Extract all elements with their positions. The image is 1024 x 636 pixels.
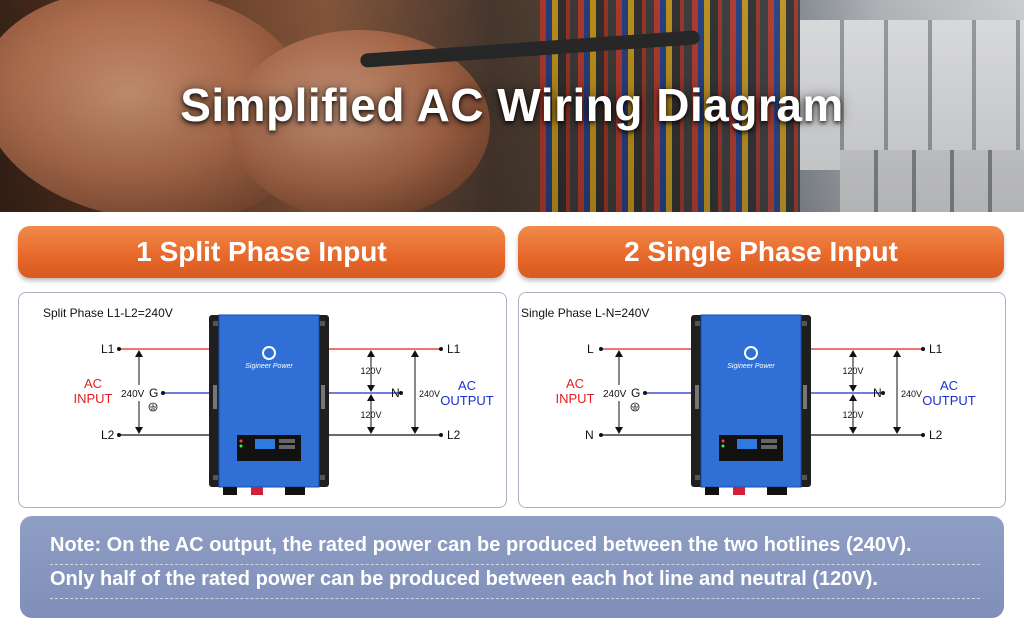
input-voltage-label: 240V — [603, 389, 627, 400]
output-l1-label: L1 — [447, 342, 461, 356]
output-neutral-label: N — [391, 386, 400, 400]
panel-caption: Split Phase L1-L2=240V — [43, 306, 173, 320]
input-l1-label: L1 — [101, 342, 115, 356]
ground-icon — [630, 402, 640, 412]
panel-caption: Single Phase L-N=240V — [521, 306, 649, 320]
ac-output-label-line2: OUTPUT — [922, 393, 976, 408]
output-l1-label: L1 — [929, 342, 943, 356]
inverter-brand: Sigineer Power — [245, 363, 293, 370]
ac-output-label-line1: AC — [458, 378, 476, 393]
panel-1-banner: 1 Split Phase Input — [18, 226, 505, 278]
input-voltage-label: 240V — [121, 389, 145, 400]
note-divider-bottom — [50, 598, 980, 599]
hero-banner: Simplified AC Wiring Diagram — [0, 0, 1024, 212]
ac-input-label-line1: AC — [566, 376, 584, 391]
output-lower-voltage: 120V — [842, 410, 863, 420]
output-l2-label: L2 — [929, 428, 943, 442]
panel-single-phase: Single Phase L-N=240V L N G 240V AC INPU… — [518, 292, 1006, 508]
wiring-diagram-split-phase: Split Phase L1-L2=240V L1 L2 G 240V AC I… — [43, 306, 494, 495]
output-upper-voltage: 120V — [360, 366, 381, 376]
brand-logo-icon — [744, 346, 758, 360]
inverter-brand: Sigineer Power — [727, 363, 775, 370]
hero-photo-breakers — [800, 20, 1024, 170]
inverter-unit: Sigineer Power — [691, 314, 811, 495]
note-line-1: Note: On the AC output, the rated power … — [50, 534, 912, 556]
wiring-diagram-single-phase: Single Phase L-N=240V L N G 240V AC INPU… — [521, 306, 976, 495]
ac-output-label-line2: OUTPUT — [440, 393, 494, 408]
note-box: Note: On the AC output, the rated power … — [20, 516, 1004, 618]
ground-icon — [148, 402, 158, 412]
note-line-2: Only half of the rated power can be prod… — [50, 568, 878, 590]
panel-split-phase: Split Phase L1-L2=240V L1 L2 G 240V AC I… — [18, 292, 507, 508]
output-lower-voltage: 120V — [360, 410, 381, 420]
output-total-voltage: 240V — [901, 389, 922, 399]
note-divider — [50, 564, 980, 565]
output-total-voltage: 240V — [419, 389, 440, 399]
ac-input-label-line2: INPUT — [556, 391, 595, 406]
hero-photo-breakers-lower — [840, 150, 1024, 212]
output-l2-label: L2 — [447, 428, 461, 442]
inverter-unit: Sigineer Power — [209, 314, 329, 495]
output-neutral-label: N — [873, 386, 882, 400]
page-title: Simplified AC Wiring Diagram — [180, 79, 844, 131]
input-l-label: L — [587, 342, 594, 356]
panel-2-banner: 2 Single Phase Input — [518, 226, 1004, 278]
input-ground-label: G — [631, 386, 640, 400]
brand-logo-icon — [262, 346, 276, 360]
ac-output-label-line1: AC — [940, 378, 958, 393]
input-n-label: N — [585, 428, 594, 442]
input-ground-label: G — [149, 386, 158, 400]
input-l2-label: L2 — [101, 428, 115, 442]
output-upper-voltage: 120V — [842, 366, 863, 376]
ac-input-label-line2: INPUT — [74, 391, 113, 406]
ac-input-label-line1: AC — [84, 376, 102, 391]
